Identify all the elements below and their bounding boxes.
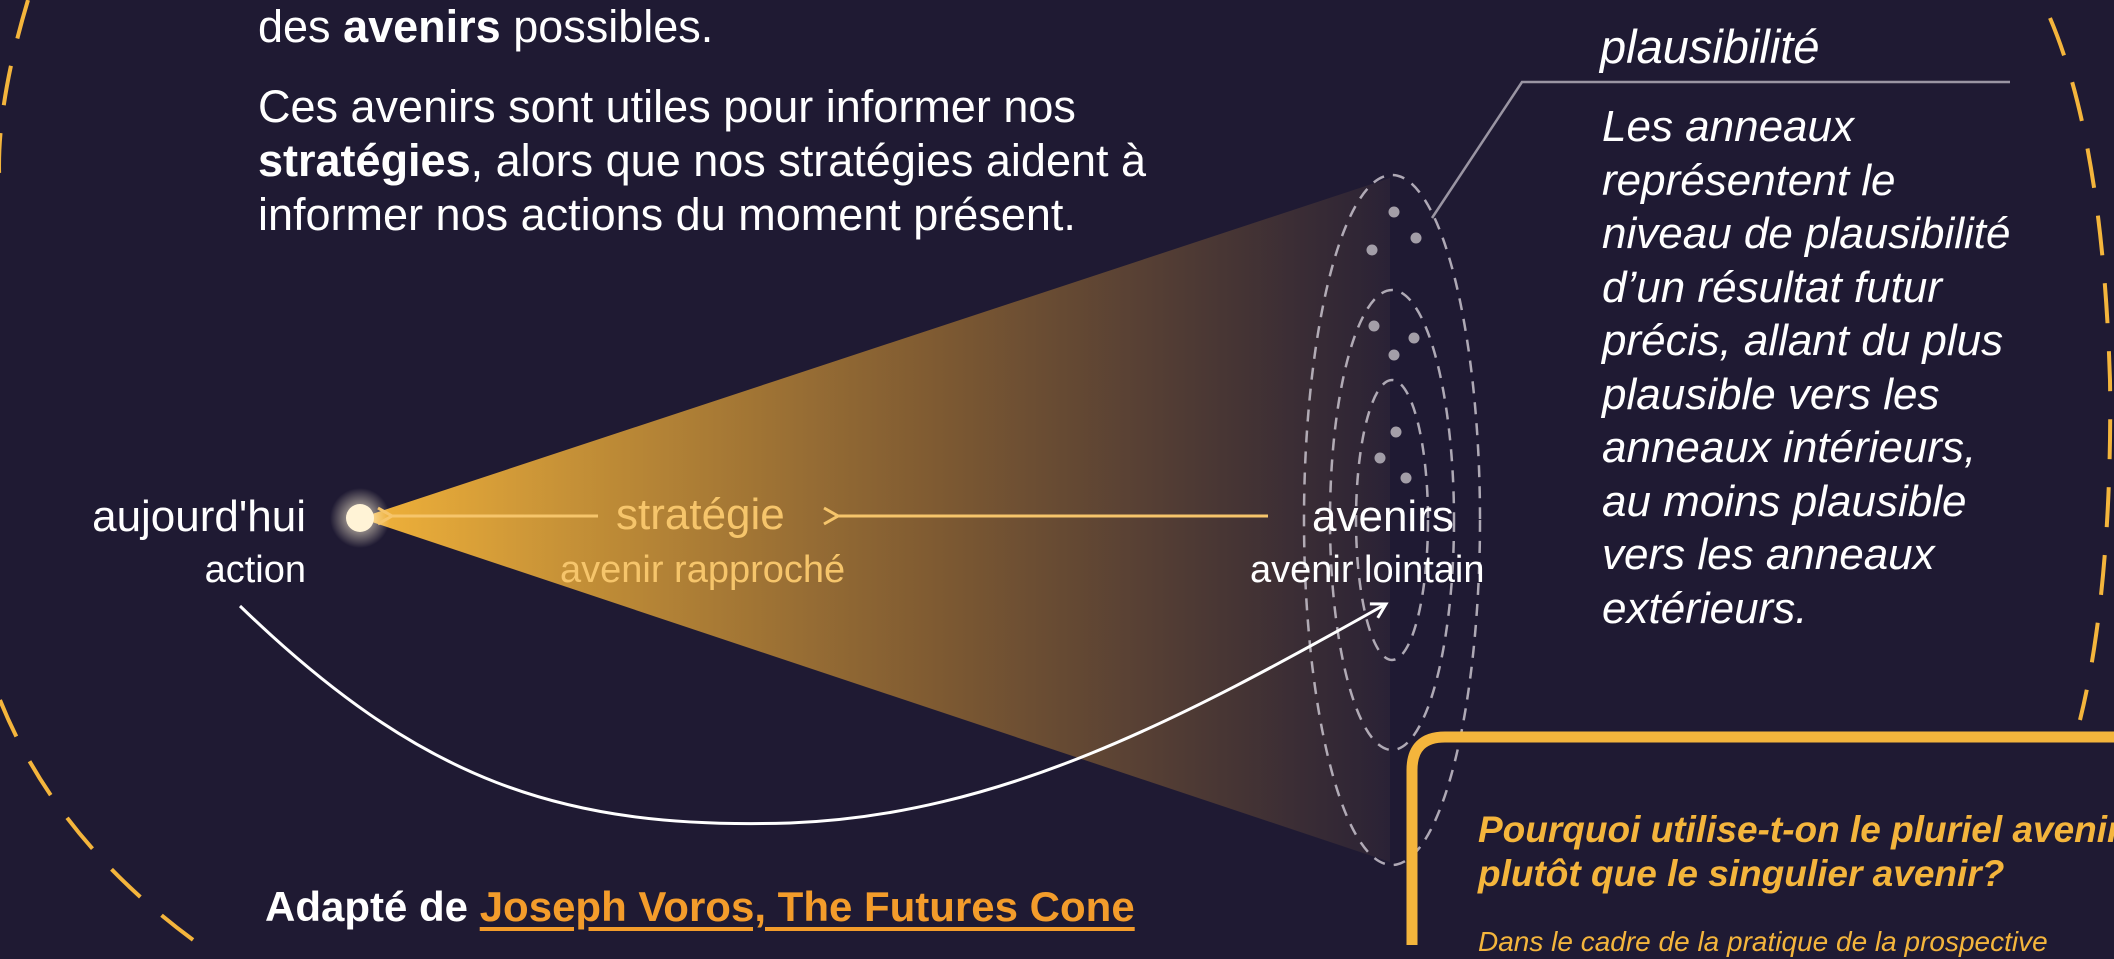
intro-line1-suffix: possibles. — [500, 1, 714, 52]
futures-cone — [360, 178, 1390, 862]
ring-outer — [1302, 173, 1482, 867]
intro-p2-line2: stratégies, alors que nos stratégies aid… — [258, 134, 1146, 188]
intro-p2-line3: informer nos actions du moment présent. — [258, 189, 1076, 240]
credit-line: Adapté de Joseph Voros, The Futures Cone — [265, 882, 1135, 932]
plausibility-description: Les anneaux représentent le niveau de pl… — [1602, 102, 2011, 633]
credit-prefix: Adapté de — [265, 883, 480, 930]
strategy-sublabel: avenir rapproché — [560, 549, 846, 591]
futures-sublabel: avenir lointain — [1250, 549, 1485, 591]
intro-line1-bold: avenirs — [343, 1, 501, 52]
callout-question: Pourquoi utilise-t-on le pluriel avenirs… — [1478, 809, 2114, 894]
ring-middle — [1328, 288, 1456, 752]
strategy-label: stratégie — [616, 490, 785, 539]
intro-p2-line2-rest: , alors que nos stratégies aident à — [470, 135, 1147, 186]
dashed-frame-right — [2048, 17, 2113, 721]
futures-cone-source-link[interactable]: Joseph Voros, The Futures Cone — [479, 883, 1135, 930]
intro-line1: des avenirs possibles. — [258, 0, 713, 54]
intro-line1-prefix: des — [258, 1, 344, 52]
callout-box — [1406, 731, 2114, 945]
today-sublabel: action — [204, 549, 306, 591]
arrow-action-to-futures — [238, 602, 1389, 826]
plausibility-leader-line — [1430, 80, 2010, 219]
outcome-dots — [1366, 206, 1422, 484]
today-label: aujourd'hui — [92, 492, 306, 541]
intro-p2-line1: Ces avenirs sont utiles pour informer no… — [258, 81, 1076, 132]
intro-strategies-bold: stratégies — [258, 135, 471, 186]
futures-label: avenirs — [1312, 492, 1454, 541]
plausibility-title: plausibilité — [1600, 20, 1820, 73]
today-point — [346, 504, 374, 532]
callout-answer: Dans le cadre de la pratique de la prosp… — [1478, 926, 2048, 957]
ring-inner — [1354, 378, 1430, 662]
dashed-frame-left — [0, 0, 202, 945]
plausibility-rings — [1302, 173, 1482, 867]
